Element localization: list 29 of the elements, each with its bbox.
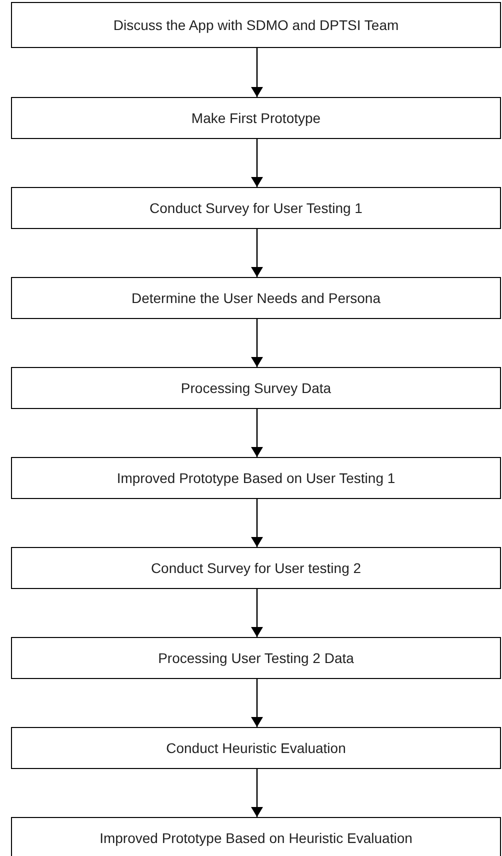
arrow: [251, 679, 263, 727]
step-text: Conduct Survey for User testing 2: [150, 558, 362, 578]
arrow: [251, 48, 263, 97]
arrow: [251, 229, 263, 277]
process-box: [11, 727, 501, 769]
arrow: [251, 499, 263, 547]
step-text: Conduct Survey for User Testing 1: [150, 198, 362, 218]
process-box: [11, 2, 501, 48]
process-box: [11, 637, 501, 679]
arrow: [251, 139, 263, 187]
process-box: [11, 97, 501, 139]
step-text: Improved Prototype Based on Heuristic Evaluation: [100, 828, 412, 848]
step-text: Make First Prototype: [191, 108, 321, 128]
process-box: [11, 817, 501, 856]
process-box: [11, 547, 501, 589]
arrow: [251, 589, 263, 637]
step-text: Determine the User Needs and Persona: [131, 288, 381, 308]
process-box: [11, 367, 501, 409]
process-box: [11, 277, 501, 319]
step-text: Conduct Heuristic Evaluation: [166, 738, 346, 758]
arrow: [251, 319, 263, 367]
step-text: Discuss the App with SDMO and DPTSI Team: [113, 16, 399, 35]
step-text: Improved Prototype Based on User Testing 1: [116, 468, 396, 488]
arrow: [251, 769, 263, 817]
arrow: [251, 409, 263, 457]
step-text: Processing Survey Data: [180, 378, 332, 398]
step-text: Processing User Testing 2 Data: [158, 648, 354, 668]
process-box: [11, 457, 501, 499]
process-box: [11, 187, 501, 229]
